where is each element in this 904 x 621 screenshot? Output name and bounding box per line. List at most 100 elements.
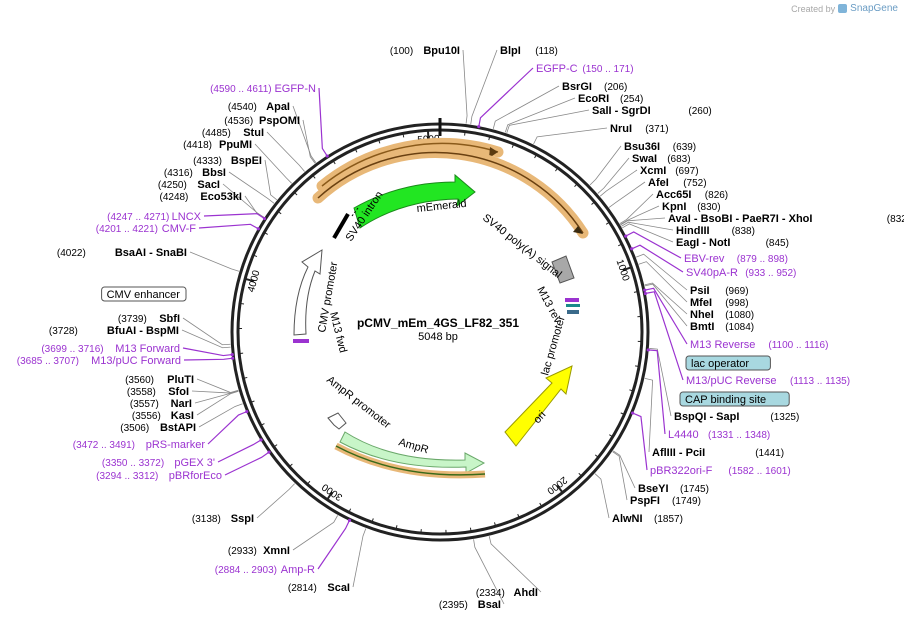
leader-line <box>181 329 231 349</box>
site-label: StuI(4485) <box>202 127 264 139</box>
site-name: PsiI <box>690 285 710 297</box>
site-position: (832) <box>887 214 904 225</box>
m13-rev-marker <box>565 298 579 302</box>
site-position: (4201 .. 4221) <box>96 224 158 235</box>
site-position: (4247 .. 4271) <box>107 212 169 223</box>
leader-line <box>649 348 672 417</box>
ampr-promoter-arrow <box>327 412 347 430</box>
leader-line <box>646 291 684 381</box>
lac-operator-marker <box>566 304 580 307</box>
leader-line <box>644 283 688 327</box>
site-label: pBR322ori-F(1582 .. 1601) <box>650 465 791 477</box>
sv40-intron-dash <box>351 207 359 217</box>
site-label: AflIII - PciI(1441) <box>652 447 784 459</box>
ampr-arrow <box>339 431 486 474</box>
site-name: CMV-F <box>162 223 197 235</box>
site-name: pRS-marker <box>146 439 206 451</box>
site-name: SacI <box>197 179 220 191</box>
tick-mark <box>239 302 245 305</box>
label-ampr: AmpR <box>397 436 430 456</box>
site-label: PsiI(969) <box>690 285 749 297</box>
site-position: (4540) <box>228 102 257 113</box>
leader-line <box>254 143 292 184</box>
plasmid-name: pCMV_mEm_4GS_LF82_351 <box>357 316 519 330</box>
tick-mark <box>306 480 311 485</box>
orange-arc-upper-line <box>321 142 499 187</box>
site-label: BsrGI(206) <box>562 81 627 93</box>
tick-mark <box>263 232 268 235</box>
label-sv40-polya: SV40 poly(A) signal <box>480 212 564 281</box>
leader-line <box>644 282 688 315</box>
site-name: BmtI <box>690 321 714 333</box>
tick-mark <box>426 130 430 140</box>
leader-line <box>620 205 660 225</box>
site-position: (3556) <box>132 411 161 422</box>
leader-line <box>589 145 622 186</box>
leader-line <box>264 159 278 201</box>
site-label: SbfI(3739) <box>118 313 180 325</box>
leader-line <box>533 127 608 145</box>
site-label: SwaI(683) <box>632 153 691 165</box>
site-label: CMV-F (4201 .. 4221) <box>96 223 197 235</box>
site-label: Amp-R(2884 .. 2903) <box>215 564 315 576</box>
feature-tick <box>256 227 260 231</box>
leader-line <box>636 253 688 291</box>
site-name: BseYI <box>638 483 669 495</box>
site-label: AfeI(752) <box>648 177 707 189</box>
site-name: Acc65I <box>656 189 691 201</box>
site-position: (3294 .. 3312) <box>96 471 158 482</box>
site-name: pBR322ori-F <box>650 465 713 477</box>
feature-tick <box>624 234 628 238</box>
site-label: BspQI - SapI(1325) <box>674 411 799 423</box>
site-name: EagI - NotI <box>676 237 730 249</box>
label-memerald: mEmerald <box>416 198 467 215</box>
site-position: (933 .. 952) <box>745 268 796 279</box>
leader-line <box>292 105 317 163</box>
tick-label: 3000 <box>320 481 345 503</box>
site-label: EGFP-N(4590 .. 4611) <box>210 83 316 95</box>
site-name: L4440 <box>668 429 699 441</box>
site-label: PspFI(1749) <box>630 495 701 507</box>
tick-mark <box>273 444 278 448</box>
site-position: (3560) <box>125 375 154 386</box>
leader-line <box>318 87 328 156</box>
site-name: StuI <box>243 127 264 139</box>
site-position: (150 .. 171) <box>582 64 633 75</box>
tick-mark <box>243 376 248 379</box>
site-label: BseYI (1745) <box>638 483 709 495</box>
feature-box-text: lac operator <box>691 358 749 370</box>
tick-mark <box>578 472 582 477</box>
leader-line <box>649 349 666 435</box>
site-label: M13/pUC Reverse(1113 .. 1135) <box>686 375 850 387</box>
leader-line <box>473 539 505 605</box>
ampr-orange-arc-line <box>335 445 486 476</box>
site-name: PluTI <box>167 374 194 386</box>
site-name: M13 Forward <box>115 343 180 355</box>
tick-mark <box>250 400 255 403</box>
site-position: (3472 .. 3491) <box>73 440 135 451</box>
site-name: EBV-rev <box>684 253 725 265</box>
credit-brand: SnapGene <box>850 3 898 14</box>
site-position: (845) <box>766 238 789 249</box>
leader-line <box>612 451 628 501</box>
tick-mark <box>618 243 623 247</box>
site-position: (3699 .. 3716) <box>41 344 103 355</box>
site-label: PpuMI(4418) <box>183 139 252 151</box>
site-name: pGEX 3' <box>174 457 215 469</box>
site-position: (1745) <box>680 484 709 495</box>
leader-line <box>182 317 231 346</box>
site-position: (2814) <box>288 583 317 594</box>
ori-arrow <box>504 365 573 447</box>
leader-line <box>222 183 265 218</box>
tick-mark <box>402 133 405 138</box>
tick-mark <box>395 525 398 530</box>
feature-tick <box>230 352 234 357</box>
site-label: PspOMI(4536) <box>224 115 300 127</box>
leader-line <box>620 217 666 226</box>
site-label: BsaI(2395) <box>439 599 501 611</box>
site-name: BbsI <box>202 167 226 179</box>
site-name: AhdI <box>514 587 538 599</box>
site-position: (4316) <box>164 168 193 179</box>
site-position: (206) <box>604 82 627 93</box>
feature-tick <box>646 348 650 352</box>
